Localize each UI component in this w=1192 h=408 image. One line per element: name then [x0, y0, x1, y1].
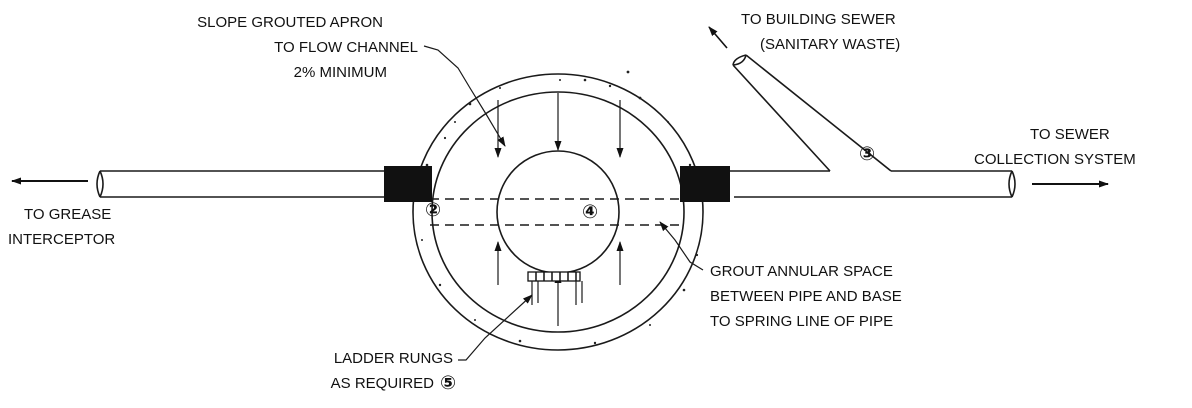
callout-3: ③ [859, 144, 875, 165]
callout-4: ④ [582, 202, 598, 223]
left-pipe-seal [384, 166, 432, 202]
ladder-rungs [527, 271, 583, 305]
building-sewer-label-line1: TO BUILDING SEWER [741, 11, 896, 28]
apron-leader [423, 45, 506, 147]
manhole-inner-wall [431, 91, 685, 333]
right-pipe [730, 170, 1016, 198]
ladder-leader [458, 294, 533, 361]
apron-label-line3: 2% MINIMUM [294, 64, 387, 81]
apron-label-line2: TO FLOW CHANNEL [274, 39, 418, 56]
sewer-label-line2: COLLECTION SYSTEM [974, 151, 1136, 168]
grease-label-line2: INTERCEPTOR [8, 231, 115, 248]
ladder-label-line1: LADDER RUNGS [334, 350, 453, 367]
grease-label-line1: TO GREASE [24, 206, 111, 223]
callout-2: ② [425, 200, 441, 221]
ladder-label-line2: AS REQUIRED [331, 375, 435, 392]
grout-label-line3: TO SPRING LINE OF PIPE [710, 313, 893, 330]
concrete-stipple [421, 70, 699, 345]
right-pipe-seal [680, 166, 730, 202]
manhole-outer-wall [412, 73, 704, 351]
building-flow-arrow [708, 26, 728, 49]
left-pipe [96, 170, 384, 198]
grout-leader [659, 221, 704, 271]
flow-channel [496, 150, 620, 274]
sewer-label-line1: TO SEWER [1030, 126, 1110, 143]
callout-5: ⑤ [440, 373, 456, 394]
building-sewer-label-line2: (SANITARY WASTE) [760, 36, 900, 53]
branch-pipe [732, 54, 892, 172]
grout-label-line2: BETWEEN PIPE AND BASE [710, 288, 902, 305]
apron-label-line1: SLOPE GROUTED APRON [197, 14, 383, 31]
grout-label-line1: GROUT ANNULAR SPACE [710, 263, 893, 280]
